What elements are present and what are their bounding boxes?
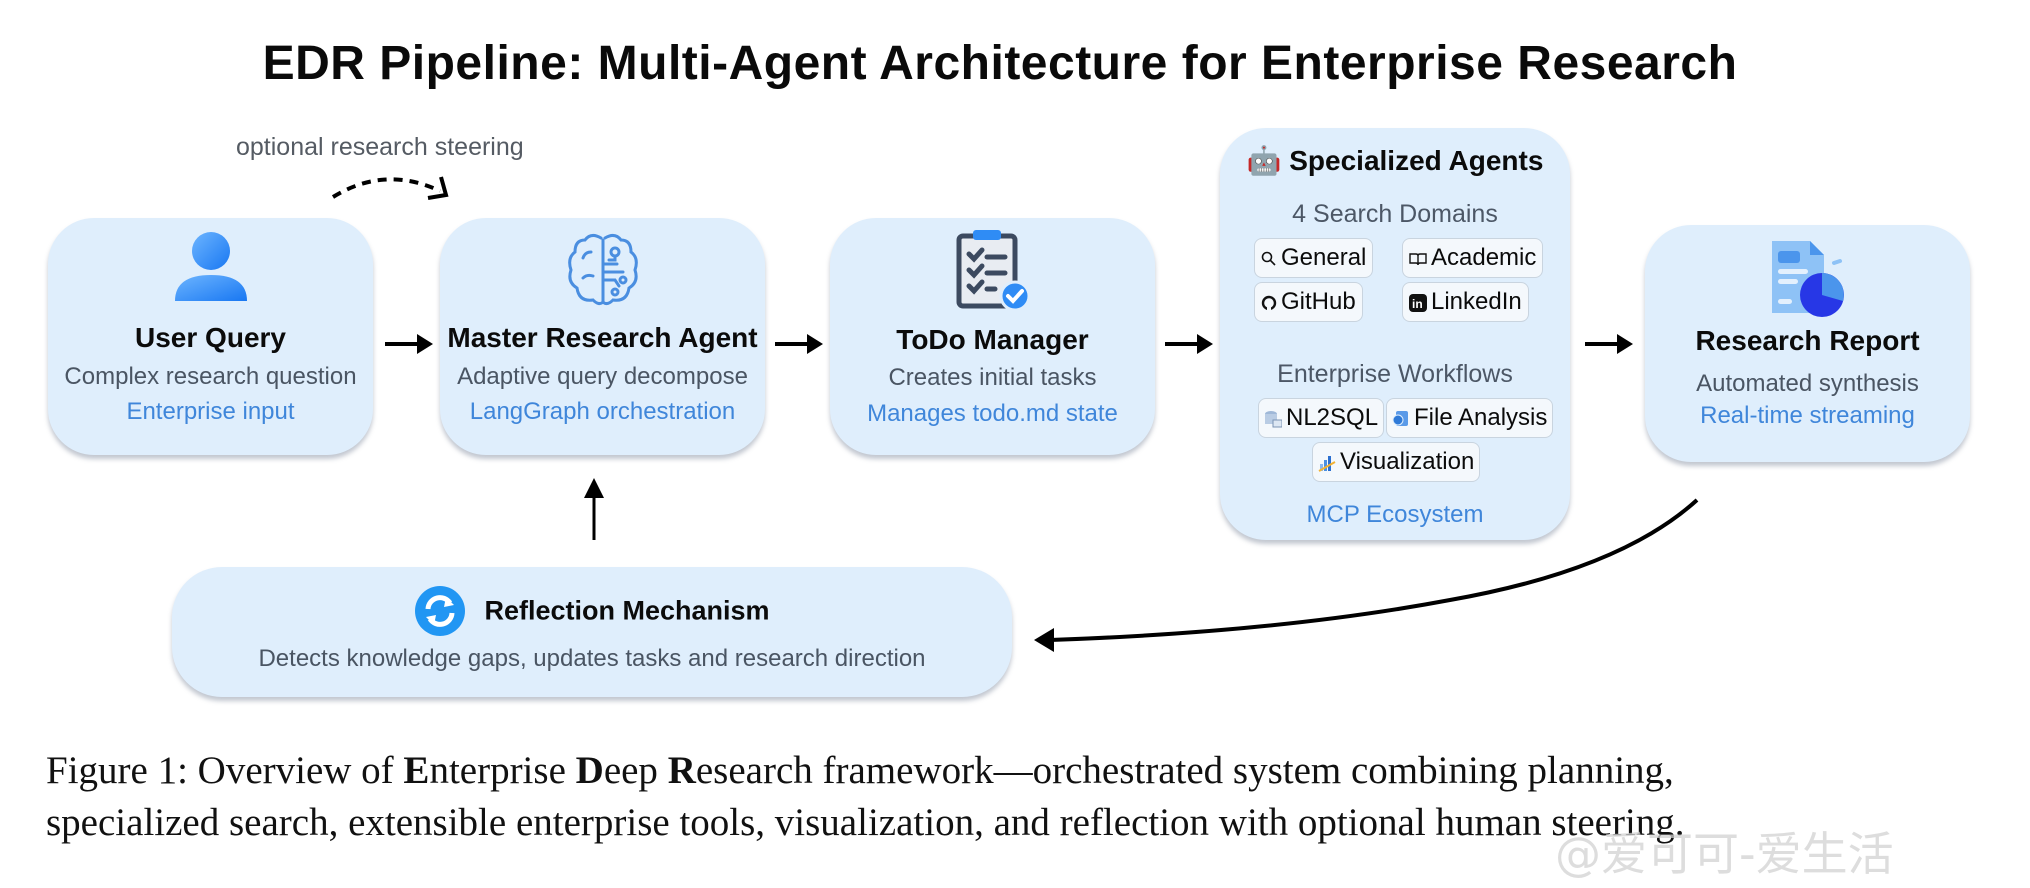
chip-file-analysis-label: File Analysis bbox=[1414, 404, 1548, 431]
file-analysis-icon bbox=[1392, 410, 1408, 426]
clipboard-check-icon bbox=[956, 230, 1030, 312]
reflection-subtitle: Detects knowledge gaps, updates tasks an… bbox=[258, 645, 926, 672]
reflection-node: Reflection Mechanism Detects knowledge g… bbox=[172, 567, 1012, 697]
search-domains-label: 4 Search Domains bbox=[1292, 200, 1498, 228]
search-icon bbox=[1261, 251, 1276, 266]
diagram-title: EDR Pipeline: Multi-Agent Architecture f… bbox=[262, 37, 1738, 90]
figure-caption-line2: specialized search, extensible enterpris… bbox=[46, 801, 1685, 844]
master-agent-title: Master Research Agent bbox=[447, 322, 758, 353]
chip-nl2sql[interactable]: NL2SQL bbox=[1258, 398, 1385, 438]
reflection-title: Reflection Mechanism bbox=[484, 595, 770, 626]
brain-circuit-icon bbox=[567, 233, 638, 306]
specialized-agents-node: 🤖 Specialized Agents 4 Search Domains Ge… bbox=[1220, 128, 1570, 540]
chip-academic[interactable]: Academic bbox=[1402, 238, 1544, 278]
chip-github-label: GitHub bbox=[1281, 288, 1356, 315]
caption-bold-e: E bbox=[403, 749, 430, 792]
arrow-reflection-to-master bbox=[584, 478, 604, 540]
master-agent-node: Master Research Agent Adaptive query dec… bbox=[440, 218, 765, 455]
caption-prefix: Figure 1: Overview of bbox=[46, 749, 404, 792]
master-agent-note: LangGraph orchestration bbox=[469, 398, 736, 425]
caption-bold-r: R bbox=[667, 749, 696, 792]
user-query-title: User Query bbox=[135, 322, 286, 353]
chip-linkedin-label: LinkedIn bbox=[1431, 288, 1522, 315]
caption-suffix: esearch framework—orchestrated system co… bbox=[695, 749, 1674, 792]
arrow-user-to-master bbox=[385, 334, 433, 354]
book-icon bbox=[1409, 252, 1427, 265]
research-report-subtitle: Automated synthesis bbox=[1696, 370, 1919, 397]
steering-dashed-arrow bbox=[331, 176, 449, 200]
caption-bold-d: D bbox=[575, 749, 604, 792]
user-query-note: Enterprise input bbox=[126, 398, 295, 425]
chip-visualization[interactable]: Visualization bbox=[1312, 442, 1481, 482]
todo-manager-subtitle: Creates initial tasks bbox=[888, 364, 1097, 391]
chip-academic-label: Academic bbox=[1431, 244, 1537, 271]
database-icon bbox=[1265, 410, 1282, 428]
chip-visualization-label: Visualization bbox=[1340, 448, 1475, 475]
caption-mid1: nterprise bbox=[429, 749, 576, 792]
figure-caption-line1: Figure 1: Overview of Enterprise Deep Re… bbox=[46, 748, 1674, 793]
research-report-note: Real-time streaming bbox=[1700, 402, 1915, 429]
github-icon bbox=[1261, 295, 1277, 311]
todo-manager-note: Manages todo.md state bbox=[867, 400, 1118, 427]
chip-nl2sql-label: NL2SQL bbox=[1286, 404, 1379, 431]
report-chart-icon bbox=[1771, 241, 1844, 317]
todo-manager-node: ToDo Manager Creates initial tasks Manag… bbox=[830, 218, 1155, 455]
user-query-node: User Query Complex research question Ent… bbox=[48, 218, 373, 455]
arrow-agents-to-report bbox=[1585, 334, 1633, 354]
chip-linkedin[interactable]: in LinkedIn bbox=[1402, 282, 1529, 322]
linkedin-icon: in bbox=[1409, 293, 1427, 312]
research-report-title: Research Report bbox=[1695, 325, 1920, 356]
mcp-ecosystem-note: MCP Ecosystem bbox=[1306, 501, 1484, 528]
chip-file-analysis[interactable]: File Analysis bbox=[1386, 398, 1554, 438]
enterprise-workflows-label: Enterprise Workflows bbox=[1277, 360, 1513, 388]
arrow-report-to-reflection bbox=[1034, 498, 1699, 652]
chip-general-label: General bbox=[1281, 244, 1367, 271]
watermark: @爱可可-爱生活 bbox=[1555, 827, 1894, 881]
master-agent-subtitle: Adaptive query decompose bbox=[457, 363, 748, 390]
chip-github[interactable]: GitHub bbox=[1254, 282, 1363, 322]
robot-icon: 🤖 bbox=[1246, 144, 1282, 177]
refresh-icon bbox=[415, 586, 466, 636]
research-report-node: Research Report Automated synthesis Real… bbox=[1645, 225, 1970, 462]
caption-mid2: eep bbox=[603, 749, 668, 792]
arrow-master-to-todo bbox=[775, 334, 823, 354]
svg-text:in: in bbox=[1412, 297, 1423, 311]
specialized-agents-title: Specialized Agents bbox=[1289, 145, 1544, 176]
arrow-todo-to-agents bbox=[1165, 334, 1213, 354]
user-icon bbox=[174, 232, 247, 301]
user-query-subtitle: Complex research question bbox=[64, 363, 357, 390]
steering-label: optional research steering bbox=[236, 133, 524, 161]
bar-chart-icon bbox=[1318, 455, 1336, 472]
chip-general[interactable]: General bbox=[1254, 238, 1374, 278]
todo-manager-title: ToDo Manager bbox=[896, 324, 1089, 355]
